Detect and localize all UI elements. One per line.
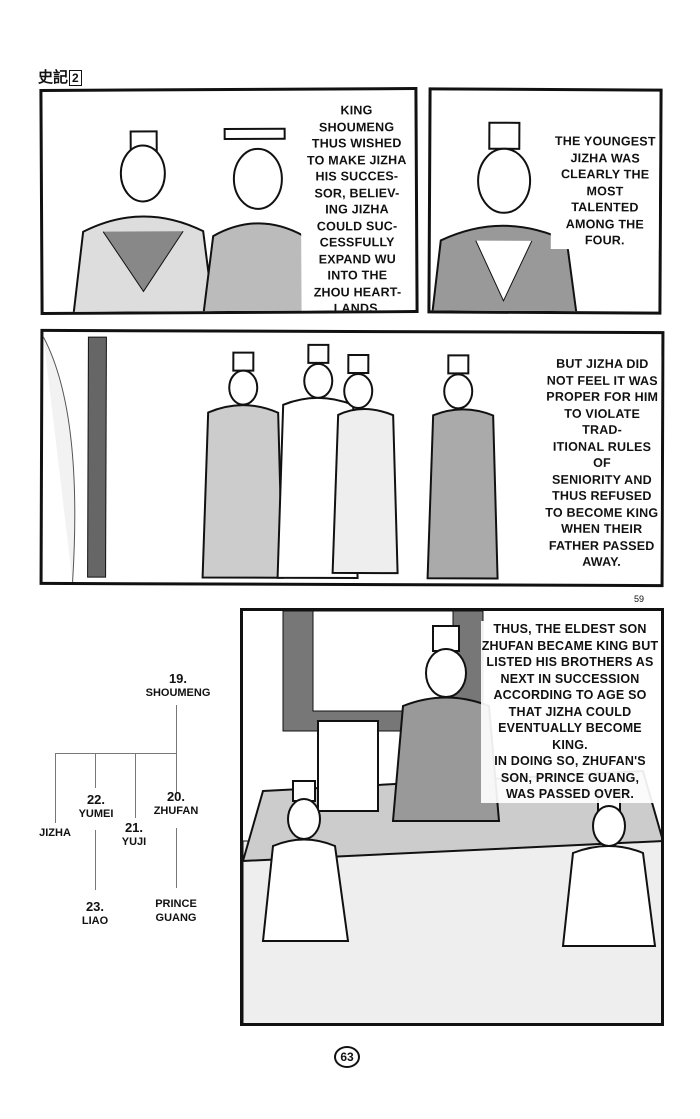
panel-king-and-son: KING SHOUMENG THUS WISHED TO MAKE JIZHA … <box>39 87 419 315</box>
volume-number: 2 <box>69 70 82 86</box>
panel-jizha-portrait: THE YOUNGEST JIZHA WAS CLEARLY THE MOST … <box>427 87 663 315</box>
tree-node-liao: 23.LIAO <box>81 899 109 928</box>
tree-node-prince-guang: PRINCE GUANG <box>155 898 197 924</box>
brothers-illustration <box>42 336 499 583</box>
caption-box: THUS, THE ELDEST SON ZHUFAN BECAME KING … <box>481 621 659 803</box>
page-number: 63 <box>334 1046 360 1068</box>
panel-four-brothers: BUT JIZHA DID NOT FEEL IT WAS PROPER FOR… <box>39 328 665 588</box>
panel-zhufan-enthroned: THUS, THE ELDEST SON ZHUFAN BECAME KING … <box>240 608 664 1026</box>
jizha-illustration <box>431 121 578 314</box>
tree-node-yumei: 22.YUMEI <box>78 792 114 821</box>
caption-box: THE YOUNGEST JIZHA WAS CLEARLY THE MOST … <box>550 133 660 250</box>
series-title: 史記 <box>38 69 69 86</box>
tree-node-shoumeng: 19.SHOUMENG <box>145 671 211 700</box>
figures-illustration <box>72 127 314 314</box>
tree-node-jizha: JIZHA <box>39 827 71 839</box>
throne-room-illustration <box>243 611 661 1023</box>
caption-box: KING SHOUMENG THUS WISHED TO MAKE JIZHA … <box>300 102 414 315</box>
caption-box: BUT JIZHA DID NOT FEEL IT WAS PROPER FOR… <box>542 355 662 571</box>
tree-node-yuji: 21.YUJI <box>121 820 147 849</box>
tree-node-zhufan: 20.ZHUFAN <box>153 789 199 818</box>
source-page-number: 59 <box>634 594 645 604</box>
